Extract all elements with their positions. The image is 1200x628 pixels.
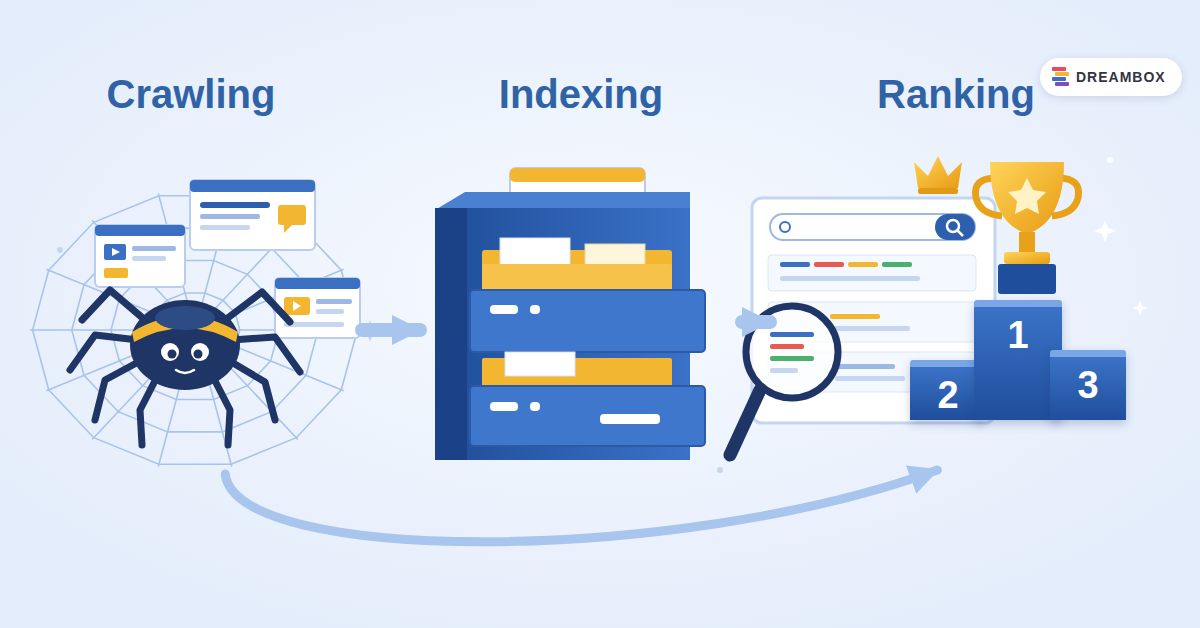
filing-cabinet (435, 168, 705, 460)
flow-arrow (225, 470, 937, 542)
flow-arrow (362, 323, 420, 337)
trophy (975, 162, 1078, 294)
sparkles (57, 157, 1148, 473)
stage-heading: Indexing (420, 70, 742, 118)
magnifying-glass (730, 306, 838, 455)
crown (914, 156, 962, 194)
rank-number: 3 (1050, 357, 1126, 407)
spider (70, 290, 300, 445)
podium-step: 3 (1050, 350, 1126, 420)
stage-panel: Ranking213 (770, 70, 1142, 470)
stage-panel: Indexing (420, 70, 742, 470)
rank-number: 1 (974, 307, 1062, 357)
logo-icon (1052, 67, 1070, 87)
stage-panel: Crawling (20, 70, 362, 470)
logo-badge: DREAMBOX (1040, 58, 1182, 96)
stage-heading: Crawling (20, 70, 362, 118)
flow-arrow (742, 315, 770, 329)
podium-step: 1 (974, 300, 1062, 420)
brand-name: DREAMBOX (1076, 69, 1166, 85)
